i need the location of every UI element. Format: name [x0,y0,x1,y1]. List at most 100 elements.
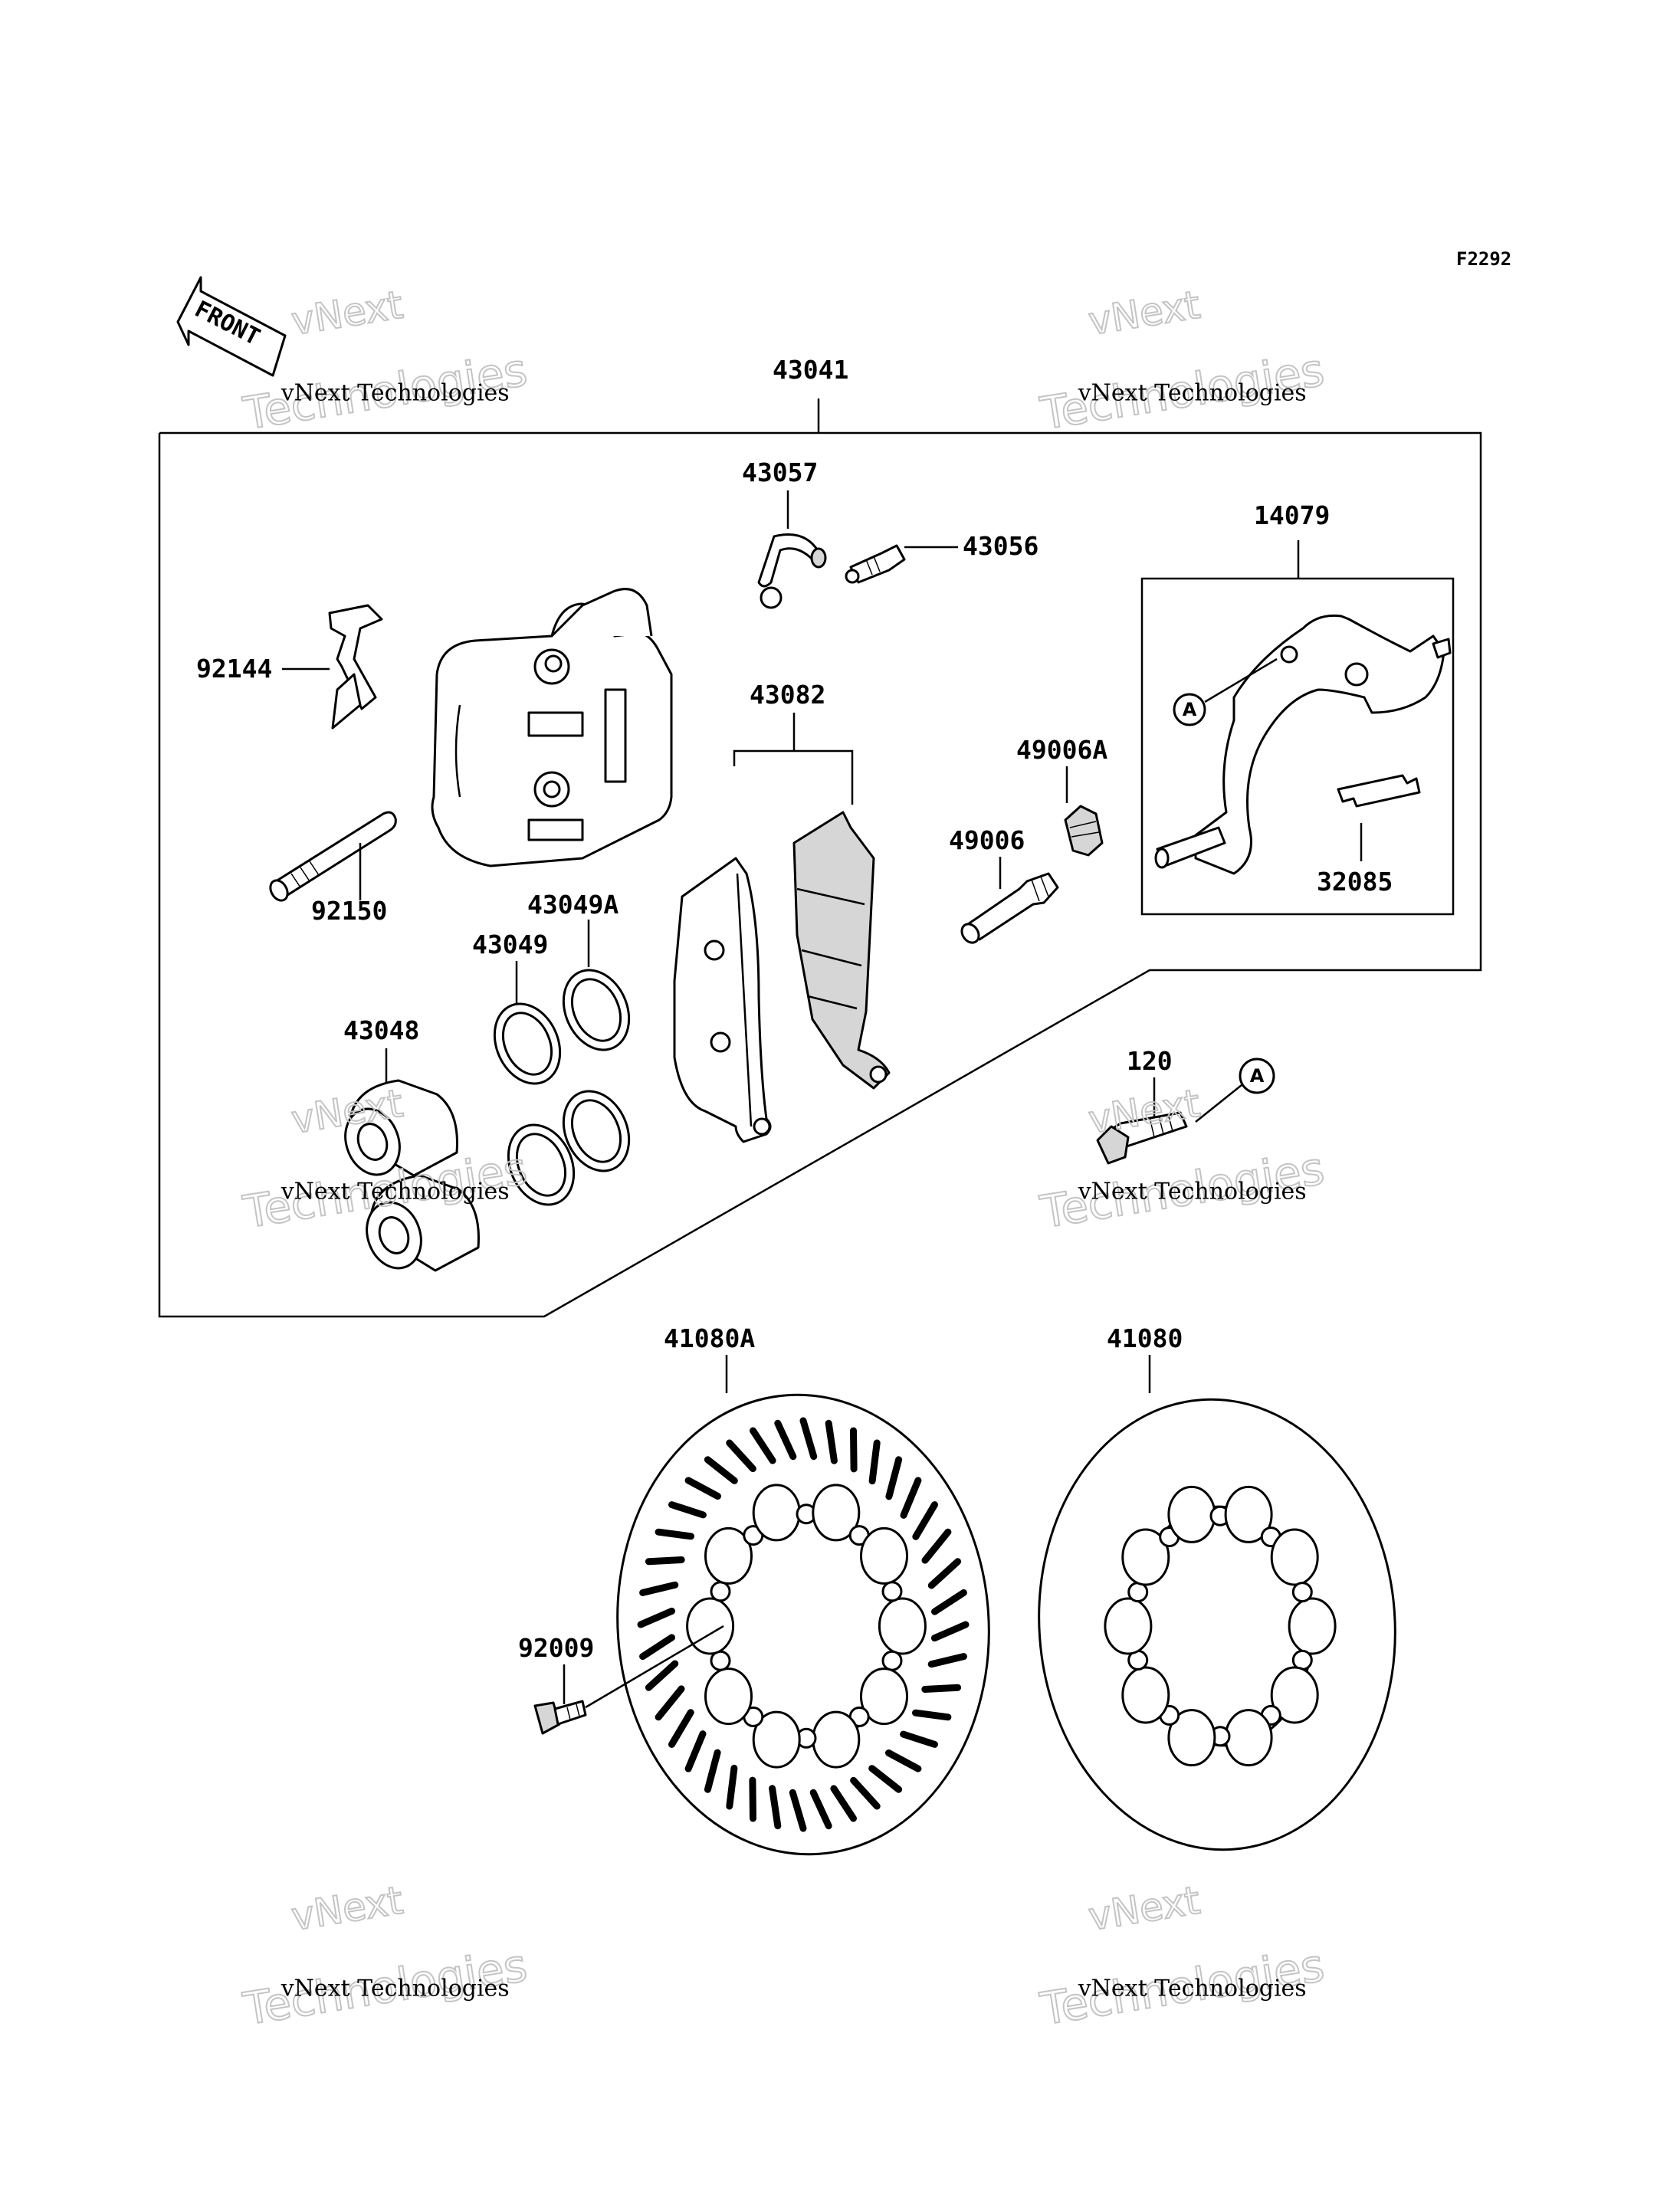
brake-disc-window [1270,1666,1319,1724]
caliper-piston-part [344,1079,480,1272]
brake-disc-a-part [616,1393,990,1856]
part-number-120: 120 [1127,1046,1173,1076]
brake-disc-a-slot [825,1419,838,1464]
brake-disc-a-slot [868,1439,881,1485]
brake-disc-window [1121,1528,1170,1586]
svg-text:vNext Technologies: vNext Technologies [281,1976,510,2002]
svg-text:vNext: vNext [1085,1081,1203,1143]
svg-text:vNext: vNext [288,1878,405,1940]
pad-spring-part [328,604,383,730]
brake-disc-a-slot [931,1589,967,1615]
part-number-92009: 92009 [518,1633,594,1663]
svg-text:vNext Technologies: vNext Technologies [1078,1976,1307,2002]
brake-disc-a-window [704,1526,753,1585]
brake-disc-a-slot [769,1785,782,1830]
brake-disc-a-slot [726,1764,738,1810]
watermark-middle-right: Technologies vNext vNext Technologies [1036,1080,1329,1239]
brake-disc-window [1104,1597,1153,1655]
slide-pin-part [269,811,397,902]
brake-disc-a-window [752,1484,801,1542]
brake-disc-window [1167,1485,1216,1543]
brake-disc-a-slot [921,1684,962,1693]
svg-text:vNext: vNext [1085,1878,1203,1940]
part-number-49006: 49006 [949,825,1025,855]
front-arrow-icon: FRONT [176,276,287,377]
brake-disc-a-slot [639,1581,679,1596]
svg-text:vNext: vNext [1085,283,1203,344]
part-number-43048: 43048 [343,1015,419,1045]
watermark-bottom-left: Technologies vNext vNext Technologies [239,1877,532,2036]
brake-disc-window [1224,1709,1273,1767]
brake-disc-a-slot [639,1634,675,1661]
part-number-41080: 41080 [1107,1323,1183,1353]
brake-disc-a-bolt-hole [881,1650,903,1671]
brake-disc-a-bolt-hole [881,1581,903,1602]
brake-disc-a-slot [645,1660,679,1691]
svg-text:vNext Technologies: vNext Technologies [1078,380,1307,407]
brake-disc-window [1270,1528,1319,1586]
svg-text:vNext: vNext [288,283,405,344]
brake-disc-a-slot [774,1419,797,1461]
brake-disc-a-window [812,1484,861,1542]
brake-disc-a-slot [637,1607,676,1628]
disc-bolt-part [533,1700,587,1735]
brake-disc-bolt-hole [1291,1582,1313,1603]
reference-marker-a-bracket-label: A [1183,699,1197,720]
brake-disc-a-slot [684,1730,707,1772]
bleeder-valve-part [845,544,906,584]
brake-disc-a-slot [750,1427,776,1464]
brake-disc-a-slot [809,1789,832,1830]
brake-disc-a-slot [704,1456,738,1484]
part-number-43057: 43057 [742,457,818,487]
diagram-code: F2292 [1456,248,1511,270]
bracket-clip-part [1337,774,1421,808]
brake-disc-a-window [878,1597,927,1655]
reference-marker-a-bolt [1239,1058,1275,1094]
brake-disc-a-slot [668,1709,694,1748]
part-number-41080A: 41080A [664,1323,755,1353]
brake-disc-a-window [704,1667,753,1726]
brake-disc-a-slot [885,1749,922,1772]
brake-disc-a-slot [927,1653,967,1668]
svg-text:vNext Technologies: vNext Technologies [1078,1179,1307,1205]
part-number-43049A: 43049A [527,890,619,920]
reference-marker-a-bolt-label: A [1250,1065,1265,1087]
reference-marker-a-bracket [1173,693,1206,726]
brake-disc-window [1224,1485,1273,1543]
brake-disc-a-window [752,1710,801,1769]
part-number-43082: 43082 [750,680,825,710]
part-number-43041: 43041 [773,355,848,385]
brake-disc-a-slot [912,1501,938,1540]
bleeder-cap-part [757,533,827,609]
brake-disc-a-slot [655,1685,685,1721]
brake-disc-a-window [860,1526,908,1585]
brake-disc-a-window [686,1597,735,1655]
caliper-bracket-part [1154,614,1452,875]
brake-disc-a-slot [668,1501,707,1519]
watermark-top-right: Technologies vNext vNext Technologies [1036,282,1329,441]
brake-disc-window [1167,1709,1216,1767]
caliper-body-part [431,588,673,867]
brake-pad-outer-part [673,857,772,1143]
piston-seal-part [493,1002,576,1206]
part-number-43049: 43049 [472,930,548,959]
pin-bolt-part [960,872,1059,944]
bracket-bolt-part [1096,1111,1188,1165]
caliper-assembly-box [158,431,1482,1318]
brake-disc-a-slot [684,1477,721,1500]
brake-disc-part [1038,1398,1396,1851]
part-number-43056: 43056 [963,531,1039,561]
brake-disc-a-slot [885,1456,903,1500]
brake-disc-a-slot [868,1765,903,1793]
brake-disc-a-slot [930,1621,970,1642]
brake-disc-a-slot [850,1427,858,1473]
brake-disc-a-slot [850,1776,881,1810]
svg-text:vNext Technologies: vNext Technologies [281,380,510,407]
part-number-49006A: 49006A [1016,735,1107,765]
brake-disc-a-slot [704,1749,721,1793]
brake-disc-a-slot [900,1477,922,1519]
brake-disc-a-slot [921,1528,952,1564]
bracket-assembly-box [1140,577,1455,916]
brake-disc-a-slot [655,1528,694,1540]
